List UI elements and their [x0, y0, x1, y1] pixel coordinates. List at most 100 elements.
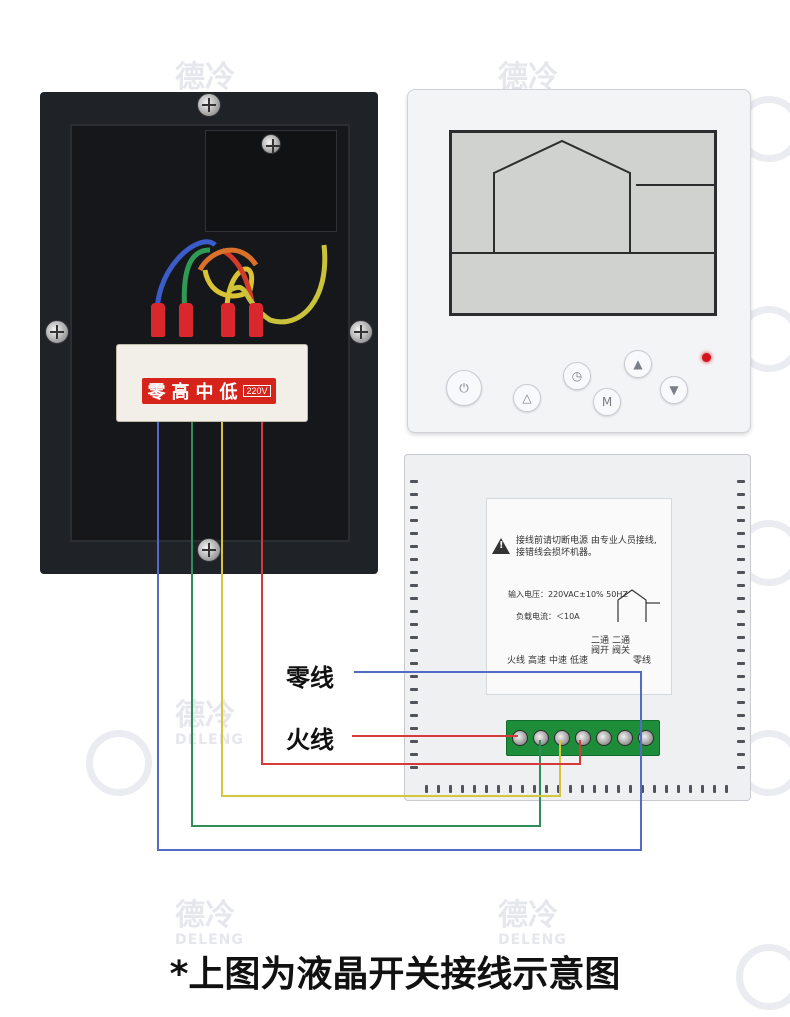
caption: *上图为液晶开关接线示意图 [169, 954, 621, 995]
fan-icon: △ [522, 391, 532, 405]
house-outline-icon [452, 139, 714, 254]
terminal-label-valve-close: 二通阀关 [612, 636, 631, 656]
terminal-label-low: 低 [219, 382, 238, 403]
vent-slot [557, 785, 560, 793]
watermark-brand-cn: 德冷 [175, 698, 235, 733]
vent-slot [737, 714, 745, 717]
mounting-screw-icon [349, 320, 373, 344]
vent-slot [689, 785, 692, 793]
vent-slot [533, 785, 536, 793]
vent-slot [410, 610, 418, 613]
vent-slot [737, 701, 745, 704]
terminal-label-live: 火线 [507, 656, 526, 666]
vent-slot [737, 571, 745, 574]
high-wire [191, 422, 541, 827]
load-current-text: 负载电流：＜10A [516, 612, 580, 621]
vent-slot [410, 714, 418, 717]
down-arrow-icon: ▼ [669, 383, 679, 397]
vent-slot [677, 785, 680, 793]
mounting-screw-icon [45, 320, 69, 344]
vent-slot [410, 597, 418, 600]
vent-slot [737, 532, 745, 535]
vent-slot [737, 766, 745, 769]
clock-button[interactable]: ◷ [563, 362, 591, 390]
clock-icon: ◷ [571, 369, 583, 383]
live-callout-label: 火线 [286, 726, 334, 754]
vent-slot [617, 785, 620, 793]
vent-slot [665, 785, 668, 793]
terminal-label-neutral: 零 [147, 382, 166, 403]
watermark-logo-icon [86, 730, 152, 796]
vent-slot [737, 636, 745, 639]
watermark-brand-cn: 德冷 [175, 60, 235, 95]
vent-slot [410, 558, 418, 561]
fan-button[interactable]: △ [513, 384, 541, 412]
vent-slot [410, 740, 418, 743]
terminal-screw-icon [617, 730, 633, 746]
vent-slot [737, 584, 745, 587]
terminal-screw-icon [512, 730, 528, 746]
vent-slot [410, 532, 418, 535]
mode-button[interactable]: M [593, 388, 621, 416]
watermark-brand-cn: 德冷 [498, 898, 558, 933]
terminal-label-high: 高 [171, 382, 190, 403]
terminal-label-mid: 中 [195, 382, 214, 403]
vent-slot [410, 480, 418, 483]
terminal-label-low-speed: 低速 [570, 656, 589, 666]
vent-slot [569, 785, 572, 793]
vent-slot [473, 785, 476, 793]
vent-slot [737, 662, 745, 665]
watermark: 德冷 DELENG [498, 898, 567, 949]
down-button[interactable]: ▼ [660, 376, 688, 404]
terminal-label-high-speed: 高速 [528, 656, 547, 666]
low-wire [261, 422, 581, 765]
terminal-label-mid-speed: 中速 [549, 656, 568, 666]
up-button[interactable]: ▲ [624, 350, 652, 378]
neutral-callout-wire [354, 671, 642, 740]
wire-lug-neutral [151, 303, 165, 337]
vent-slot [737, 688, 745, 691]
vent-slot [653, 785, 656, 793]
wiring-warning-text: 接线前请切断电源 由专业人员接线, 接错线会损坏机器。 [516, 536, 657, 558]
vent-slot [737, 480, 745, 483]
terminal-screw-icon [554, 730, 570, 746]
watermark-brand-en: DELENG [498, 932, 567, 948]
vent-slot [497, 785, 500, 793]
vent-slot [737, 610, 745, 613]
wire-lug-low [249, 303, 263, 337]
vent-slot [737, 649, 745, 652]
lcd-screen [449, 130, 717, 316]
vent-slot [410, 727, 418, 730]
vent-slot [410, 753, 418, 756]
vent-slot [509, 785, 512, 793]
vent-slot [410, 571, 418, 574]
wire-lug-high [179, 303, 193, 337]
vent-slot [410, 584, 418, 587]
vent-slot [737, 727, 745, 730]
vent-slot [410, 545, 418, 548]
watermark-logo-icon [736, 944, 790, 1010]
power-button[interactable]: ⏻ [446, 370, 482, 406]
vent-slot [737, 519, 745, 522]
vent-slot [701, 785, 704, 793]
vent-slot [410, 675, 418, 678]
vent-slot [437, 785, 440, 793]
power-icon: ⏻ [459, 380, 469, 395]
terminal-label-valve-open: 二通阀开 [591, 636, 610, 656]
vent-slot [410, 649, 418, 652]
vent-slot [410, 506, 418, 509]
vent-slot [545, 785, 548, 793]
vent-slot [737, 753, 745, 756]
vent-slot [713, 785, 716, 793]
input-voltage-text: 输入电压：220VAC±10% 50HZ [508, 590, 628, 599]
vent-slot [410, 701, 418, 704]
watermark: 德冷 DELENG [175, 900, 244, 949]
watermark-brand-cn: 德冷 [498, 60, 558, 95]
vent-slot [629, 785, 632, 793]
vent-slot [410, 688, 418, 691]
vent-slot [737, 597, 745, 600]
mode-M-icon: M [601, 395, 613, 409]
vent-slot [737, 623, 745, 626]
